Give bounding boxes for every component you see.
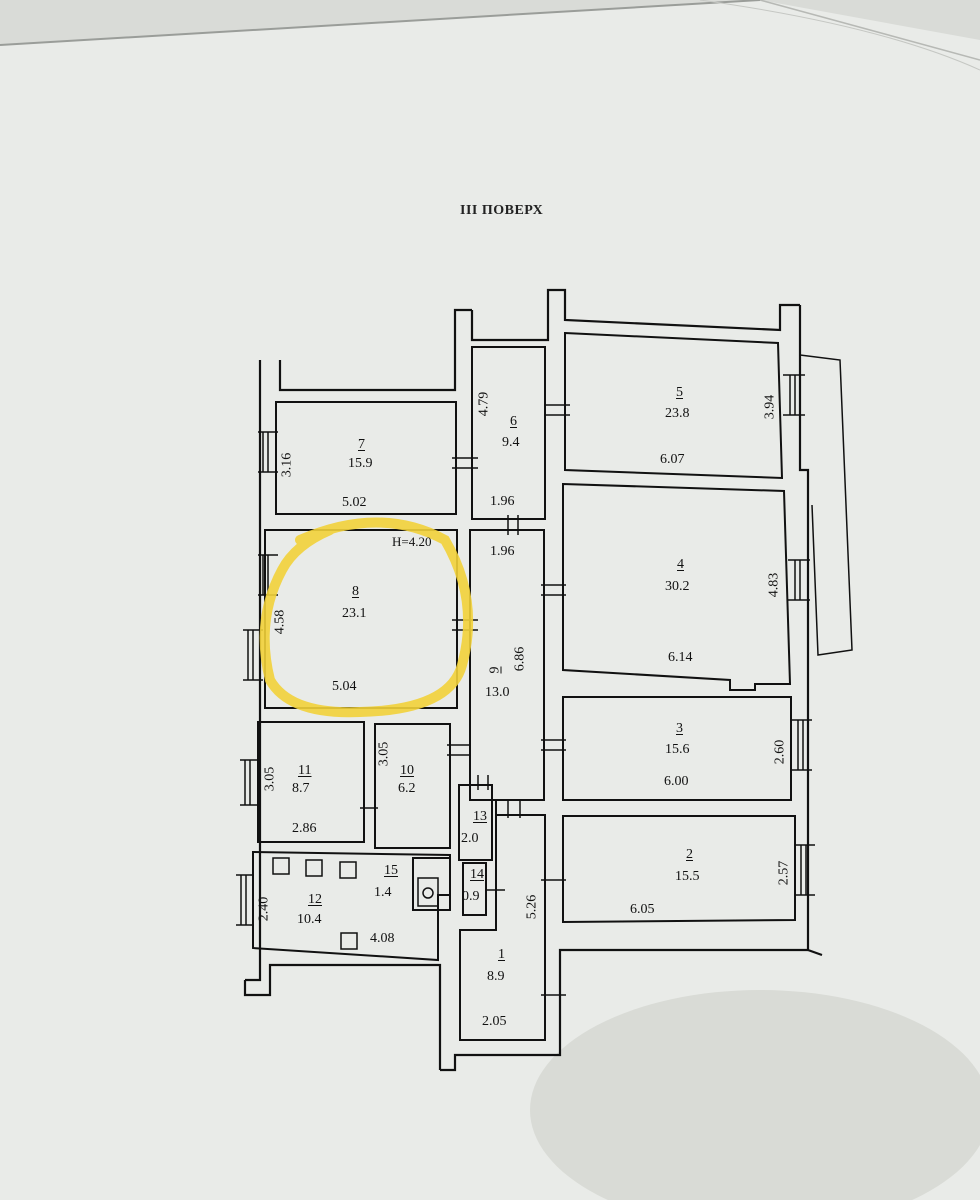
room-3-number: 3 — [676, 721, 683, 736]
room-5-length: 3.94 — [762, 394, 778, 420]
room-11-number: 11 — [298, 763, 312, 778]
room-2-width: 6.05 — [630, 902, 655, 917]
balcony — [799, 354, 853, 656]
room-6-number: 6 — [510, 414, 517, 429]
room-4-area: 30.2 — [665, 579, 690, 594]
room-12-width: 4.08 — [370, 931, 395, 946]
room-13-number: 13 — [473, 809, 487, 824]
room-1-number: 1 — [498, 947, 505, 962]
room-5-number: 5 — [676, 385, 683, 400]
room-12-length: 2.40 — [256, 896, 272, 922]
room-4-width: 6.14 — [668, 650, 693, 665]
room-5-width: 6.07 — [660, 452, 685, 467]
room-3-area: 15.6 — [665, 742, 690, 757]
rooms — [252, 331, 796, 1041]
room-10-number: 10 — [400, 763, 414, 778]
room-1-length: 5.26 — [524, 894, 540, 920]
room-9-width: 1.96 — [490, 544, 515, 559]
room-6-width: 1.96 — [490, 494, 515, 509]
room-15-number: 15 — [384, 863, 398, 878]
room-14-number: 14 — [470, 867, 484, 882]
room-8-length: 4.58 — [272, 609, 288, 635]
room-7-length: 3.16 — [279, 452, 295, 478]
floor-title: III ПОВЕРХ — [460, 203, 544, 218]
bathroom-fixtures — [272, 857, 439, 950]
room-11-length: 3.05 — [262, 766, 278, 792]
room-9-area: 13.0 — [485, 685, 510, 700]
room-1-width: 2.05 — [482, 1014, 507, 1029]
room-2-number: 2 — [686, 847, 693, 862]
room-8-width: 5.04 — [332, 679, 357, 694]
room-2-length: 2.57 — [776, 860, 792, 886]
room-6-area: 9.4 — [502, 435, 520, 450]
walls — [243, 288, 823, 1072]
room-11-width: 2.86 — [292, 821, 317, 836]
room-7-area: 15.9 — [348, 456, 373, 471]
room-2-area: 15.5 — [675, 869, 700, 884]
room-11-area: 8.7 — [292, 781, 310, 796]
highlight-circle — [259, 517, 474, 718]
room-9-length: 6.86 — [512, 646, 528, 672]
room-4-number: 4 — [677, 557, 684, 572]
room-9-number: 9 — [487, 666, 503, 674]
room-6-length: 4.79 — [476, 391, 492, 417]
room-8-area: 23.1 — [342, 606, 367, 621]
windows — [236, 374, 815, 926]
ceiling-height-label: H=4.20 — [392, 534, 432, 549]
room-5-area: 23.8 — [665, 406, 690, 421]
room-7-number: 7 — [358, 437, 365, 452]
room-1-area: 8.9 — [487, 969, 505, 984]
room-12-number: 12 — [308, 892, 322, 907]
room-12-area: 10.4 — [297, 912, 322, 927]
room-7-width: 5.02 — [342, 495, 367, 510]
room-4-length: 4.83 — [766, 572, 782, 598]
room-15-area: 1.4 — [374, 885, 392, 900]
room-10-area: 6.2 — [398, 781, 416, 796]
room-3-length: 2.60 — [772, 739, 788, 765]
room-13-area: 2.0 — [461, 831, 479, 846]
room-8-number: 8 — [352, 584, 359, 599]
room-10-length: 3.05 — [376, 741, 392, 767]
room-3-width: 6.00 — [664, 774, 689, 789]
room-14-area: 0.9 — [462, 889, 480, 904]
doors — [360, 404, 570, 996]
